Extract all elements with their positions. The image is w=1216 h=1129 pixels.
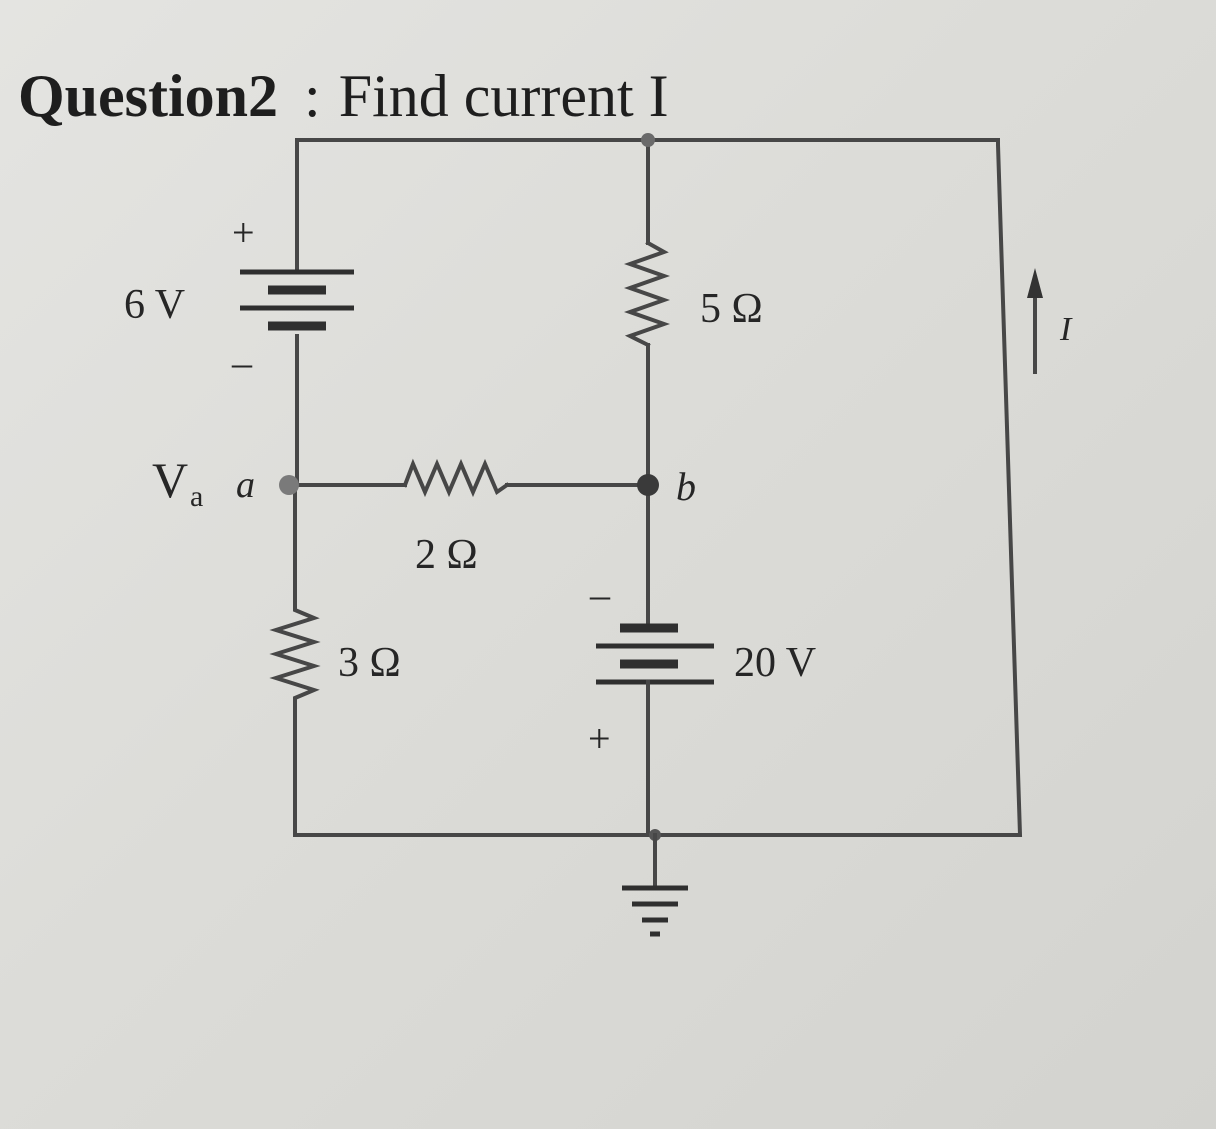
resistor-2-ohm-label: 2 Ω xyxy=(415,532,478,578)
question-label: Question2 xyxy=(18,63,279,129)
resistor-5-ohm xyxy=(623,138,671,487)
question-title: Question2: Find current I xyxy=(18,62,669,131)
battery-6v xyxy=(240,269,354,331)
battery-6v-minus: – xyxy=(231,340,253,385)
left-branch-wires xyxy=(293,334,299,602)
resistor-2-ohm xyxy=(293,458,650,498)
resistor-3-ohm xyxy=(269,598,321,707)
node-a-label: a xyxy=(236,464,255,506)
current-label: I xyxy=(1059,311,1073,348)
node-a-voltage-subscript: a xyxy=(190,480,203,513)
question-prompt: Find current I xyxy=(338,63,669,129)
resistor-3-ohm-label: 3 Ω xyxy=(338,640,401,686)
question-separator: : xyxy=(304,63,321,129)
current-arrow-icon xyxy=(1027,268,1043,374)
ground-icon xyxy=(622,833,688,937)
battery-20v xyxy=(596,483,714,837)
battery-20v-label: 20 V xyxy=(734,640,816,686)
top-node-dot xyxy=(641,133,655,147)
node-b-dot xyxy=(637,474,659,496)
battery-20v-minus: – xyxy=(589,572,611,617)
resistor-5-ohm-label: 5 Ω xyxy=(700,286,763,332)
outer-wires xyxy=(293,138,1023,837)
battery-20v-plus: + xyxy=(588,716,611,761)
node-a-dot xyxy=(279,475,299,495)
battery-6v-label: 6 V xyxy=(124,282,185,328)
battery-6v-plus: + xyxy=(232,210,255,255)
node-b-label: b xyxy=(676,464,696,509)
node-a-voltage-prefix: V xyxy=(152,452,188,508)
